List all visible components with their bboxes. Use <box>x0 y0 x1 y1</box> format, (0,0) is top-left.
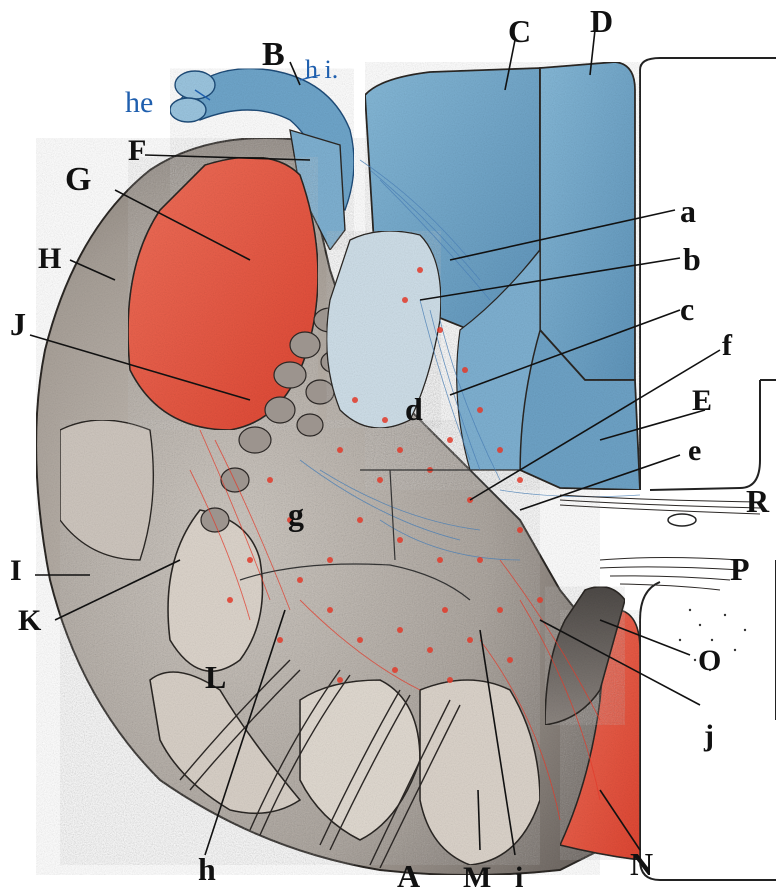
label-c: c <box>680 291 694 327</box>
label-E: E <box>692 384 712 417</box>
label-f: f <box>722 329 733 362</box>
label-H: H <box>38 242 61 275</box>
label-P: P <box>730 551 750 587</box>
label-j: j <box>703 719 714 752</box>
label-R: R <box>746 483 770 519</box>
label-b: b <box>683 241 701 277</box>
label-e: e <box>688 434 701 467</box>
central-canal <box>668 514 696 526</box>
label-O: O <box>698 644 721 677</box>
label-h: h <box>198 851 216 887</box>
label-a: a <box>680 193 696 229</box>
label-F: F <box>128 134 146 167</box>
label-D: D <box>590 3 613 39</box>
median-septum-outline <box>640 58 776 880</box>
label-d: d <box>405 391 423 427</box>
label-G: G <box>65 161 91 198</box>
label-M: M <box>463 861 491 894</box>
label-A: A <box>397 858 420 894</box>
label-he: he <box>125 86 153 119</box>
label-K: K <box>18 604 42 637</box>
label-J: J <box>10 306 26 342</box>
label-i: i <box>515 861 523 894</box>
label-g: g <box>288 496 304 532</box>
label-N: N <box>630 846 653 882</box>
label-L: L <box>205 659 226 695</box>
label-I: I <box>10 554 22 587</box>
label-hi: h i. <box>305 55 338 84</box>
label-C: C <box>508 13 531 49</box>
label-B: B <box>262 36 285 73</box>
posterior-horn-light <box>327 231 441 428</box>
